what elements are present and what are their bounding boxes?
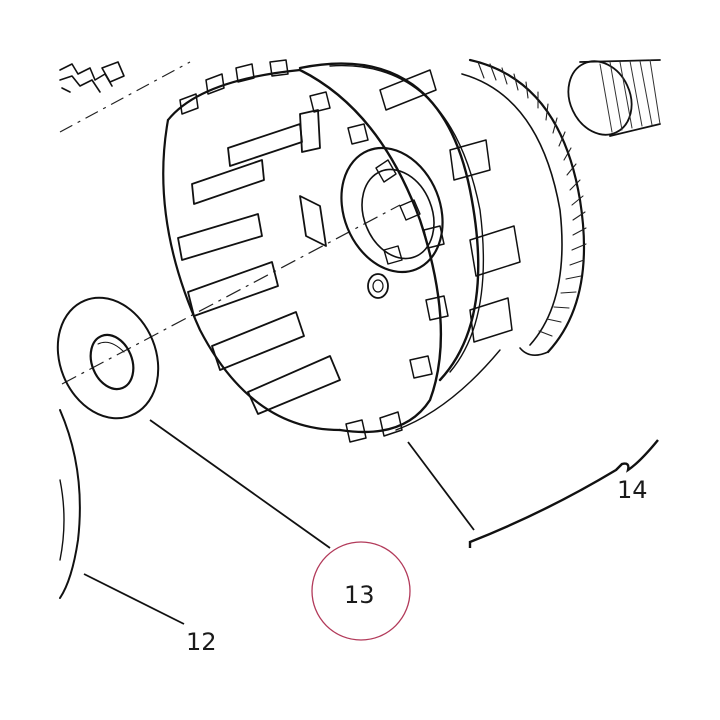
cover-fragment-part xyxy=(59,409,81,599)
leader-line-12 xyxy=(83,573,185,625)
washer-part xyxy=(56,296,160,420)
leader-lines xyxy=(83,419,475,625)
needle-bearing-part xyxy=(567,59,661,137)
callout-label-13: 13 xyxy=(344,581,375,609)
clutch-basket-part xyxy=(162,59,521,443)
primary-driven-gear xyxy=(461,58,587,356)
highlight-circle-13 xyxy=(311,541,411,641)
hub-fragment-part xyxy=(59,61,125,93)
callout-label-12: 12 xyxy=(186,628,217,656)
leader-line-14 xyxy=(407,441,475,531)
assembly-axis-lines xyxy=(59,61,401,385)
leader-line-13 xyxy=(149,419,331,549)
bracket-14 xyxy=(468,439,659,548)
callout-label-14: 14 xyxy=(617,476,648,504)
